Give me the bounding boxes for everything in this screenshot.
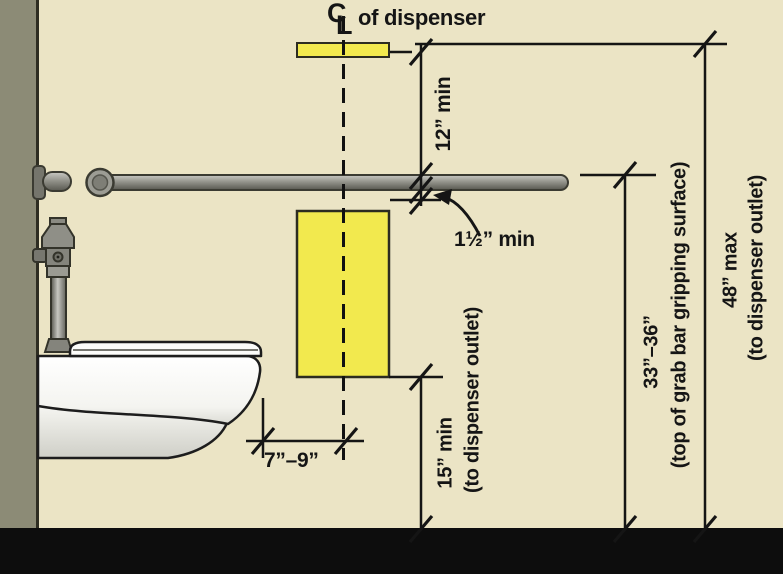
dim-label-7-9in: 7”–9” <box>264 449 319 472</box>
toilet-bowl <box>36 354 262 426</box>
dim-label-1-5in: 1½” min <box>454 228 535 251</box>
rear-grab-bar-end <box>32 165 72 200</box>
dimension-lines <box>246 42 727 529</box>
dim-label-15in: 15” min <box>434 417 457 489</box>
centerline-label: of dispenser <box>358 5 486 30</box>
dim-label-48in: 48” max <box>719 232 742 308</box>
dim-label-33-36in: 33”–36” <box>640 315 663 389</box>
toilet-seat <box>68 340 263 358</box>
dim-label-12in: 12” min <box>431 76 455 152</box>
centerline-symbol-c: C <box>327 0 347 28</box>
floor <box>0 528 783 574</box>
side-wall <box>0 0 36 530</box>
dimension-ticks <box>250 29 718 544</box>
dim-label-33-36in-note: (top of grab bar gripping surface) <box>668 161 691 469</box>
dim-label-15in-note: (to dispenser outlet) <box>461 307 484 493</box>
grab-bar <box>85 167 569 198</box>
centerline-symbol-l: L <box>336 10 353 40</box>
clearance-leader-arrow <box>433 189 482 237</box>
flush-valve <box>32 217 75 353</box>
dim-label-48in-note: (to dispenser outlet) <box>745 175 768 361</box>
toilet <box>36 340 263 460</box>
